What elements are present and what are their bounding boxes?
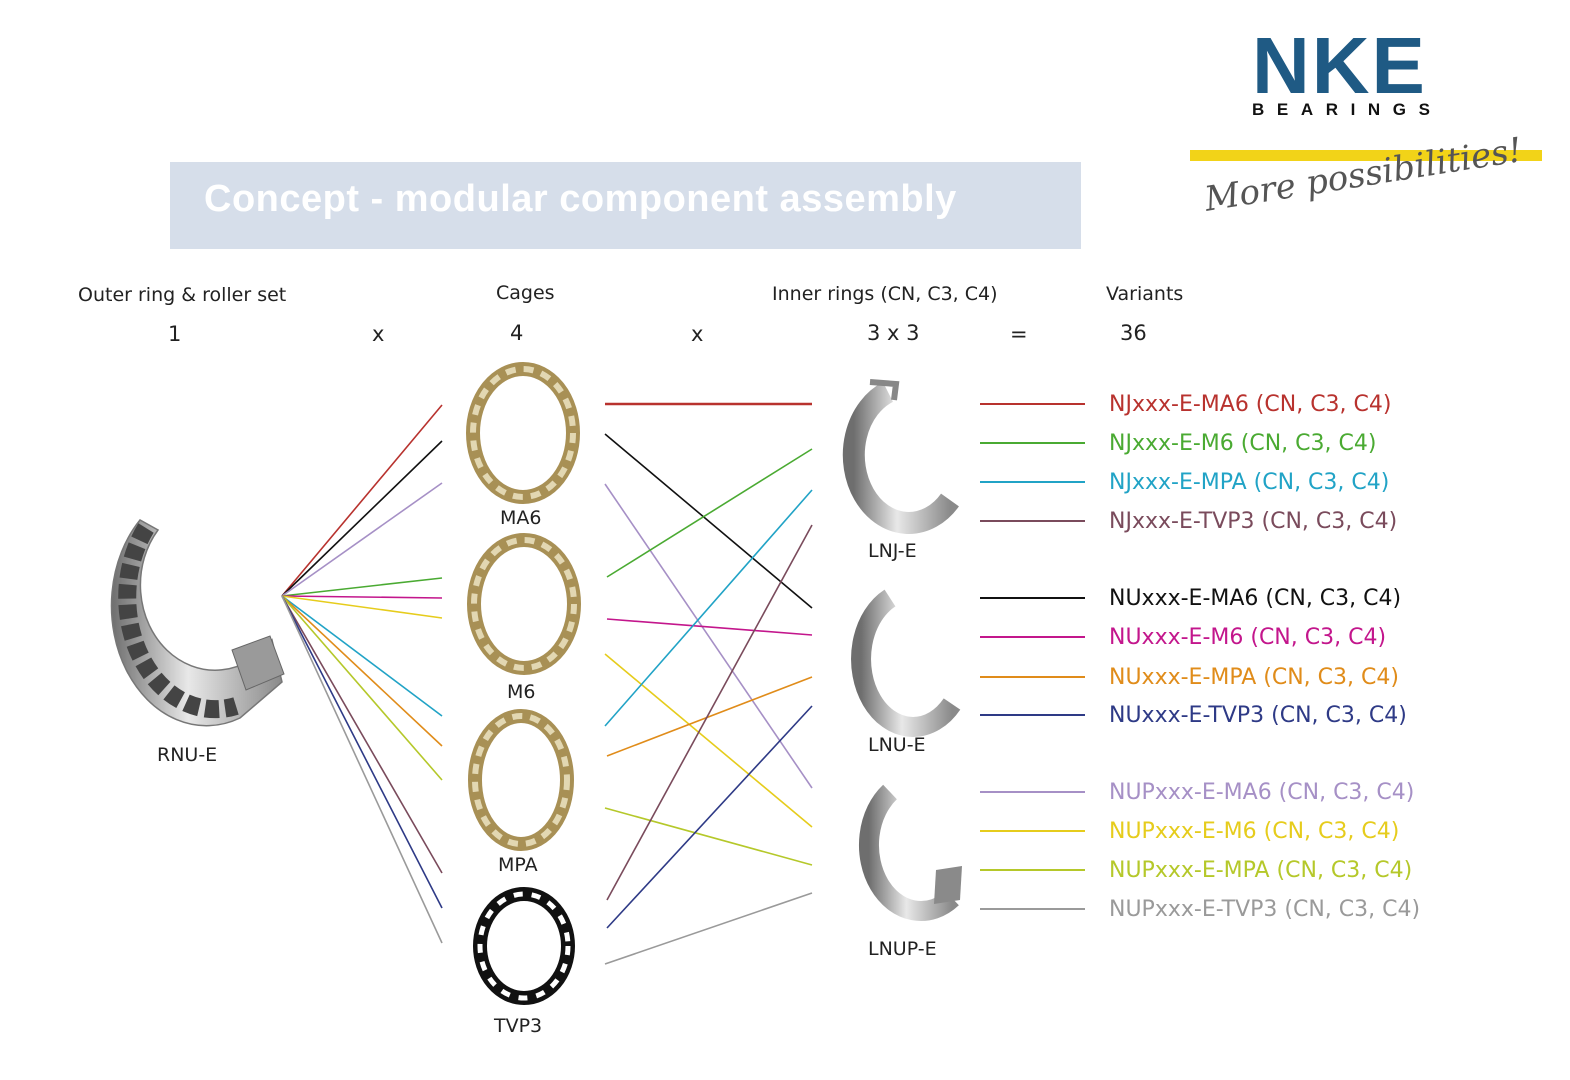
inner-ring-lnu-e-image — [851, 589, 961, 737]
header-outer: Outer ring & roller set — [78, 284, 287, 306]
label-inner-lnu-e: LNU-E — [868, 734, 926, 756]
variant-nu-mpa: NUxxx-E-MPA (CN, C3, C4) — [1109, 665, 1399, 690]
variant-nu-m6: NUxxx-E-M6 (CN, C3, C4) — [1109, 625, 1387, 650]
label-cage-m6: M6 — [507, 681, 536, 703]
line-outer-m6-nj — [281, 577, 443, 597]
variant-nu-tvp3: NUxxx-E-TVP3 (CN, C3, C4) — [1109, 703, 1407, 728]
line-outer-tvp3-nu — [281, 595, 443, 909]
line-ma6-lnu — [604, 433, 813, 609]
operator-times-1: x — [372, 322, 385, 346]
line-outer-ma6-nu — [281, 440, 443, 597]
line-outer-mpa-nj — [281, 595, 443, 717]
cage-tvp3-image — [473, 887, 575, 1005]
label-cage-ma6: MA6 — [500, 507, 542, 529]
variant-nj-tvp3: NJxxx-E-TVP3 (CN, C3, C4) — [1109, 509, 1398, 534]
variant-nj-mpa: NJxxx-E-MPA (CN, C3, C4) — [1109, 470, 1390, 495]
nke-logo: NKE — [1252, 21, 1427, 110]
header-cages: Cages — [496, 282, 555, 304]
header-inner: Inner rings (CN, C3, C4) — [772, 283, 998, 305]
count-cages: 4 — [510, 321, 524, 345]
cage-to-inner-lines — [604, 402, 813, 965]
line-outer-tvp3-nup — [281, 595, 443, 944]
line-outer-ma6-nup — [281, 482, 443, 597]
count-outer: 1 — [168, 322, 182, 346]
label-rnu-e: RNU-E — [157, 744, 218, 766]
label-inner-lnj-e: LNJ-E — [868, 540, 917, 562]
cage-m6-image — [467, 533, 581, 675]
line-mpa-lnup — [604, 807, 813, 866]
variant-legend-lines — [980, 403, 1085, 910]
variant-nj-ma6: NJxxx-E-MA6 (CN, C3, C4) — [1109, 392, 1392, 417]
line-mpa-lnj — [604, 489, 813, 727]
line-outer-ma6-nj — [281, 404, 443, 597]
line-outer-m6-nup — [281, 595, 443, 619]
title-banner — [170, 162, 1081, 249]
operator-equals: = — [1010, 322, 1028, 346]
line-m6-lnu — [606, 618, 813, 636]
variant-nup-m6: NUPxxx-E-M6 (CN, C3, C4) — [1109, 819, 1400, 844]
line-outer-tvp3-nj — [281, 595, 443, 874]
line-m6-lnj — [606, 448, 813, 578]
rnu-e-bearing-image — [110, 519, 285, 727]
inner-ring-lnj-e-image — [842, 379, 959, 534]
label-cage-mpa: MPA — [498, 854, 538, 876]
nke-logo-subtitle: BEARINGS — [1252, 100, 1443, 119]
line-m6-lnup — [604, 653, 813, 828]
label-inner-lnup-e: LNUP-E — [868, 938, 937, 960]
line-tvp3-lnu — [606, 705, 813, 929]
line-tvp3-lnup — [604, 892, 813, 965]
variant-nj-m6: NJxxx-E-M6 (CN, C3, C4) — [1109, 431, 1377, 456]
variant-nup-ma6: NUPxxx-E-MA6 (CN, C3, C4) — [1109, 780, 1415, 805]
cage-mpa-image — [468, 709, 574, 851]
line-ma6-lnup — [604, 483, 813, 789]
variant-nup-mpa: NUPxxx-E-MPA (CN, C3, C4) — [1109, 858, 1413, 883]
operator-times-2: x — [691, 322, 704, 346]
line-tvp3-lnj — [606, 524, 813, 901]
label-cage-tvp3: TVP3 — [494, 1015, 543, 1037]
line-mpa-lnu — [606, 676, 813, 757]
variant-nu-ma6: NUxxx-E-MA6 (CN, C3, C4) — [1109, 586, 1402, 611]
line-outer-mpa-nup — [281, 595, 443, 781]
slogan-bar — [1190, 150, 1542, 161]
cage-ma6-image — [466, 362, 580, 504]
inner-ring-lnup-e-image — [859, 784, 962, 921]
header-variants: Variants — [1106, 283, 1184, 305]
page-title: Concept - modular component assembly — [204, 178, 957, 220]
line-outer-m6-nu — [281, 595, 443, 599]
variant-nup-tvp3: NUPxxx-E-TVP3 (CN, C3, C4) — [1109, 897, 1421, 922]
line-outer-mpa-nu — [281, 595, 443, 747]
count-variants: 36 — [1120, 321, 1147, 345]
count-inner: 3 x 3 — [867, 321, 920, 345]
outer-to-cage-lines — [281, 404, 443, 944]
